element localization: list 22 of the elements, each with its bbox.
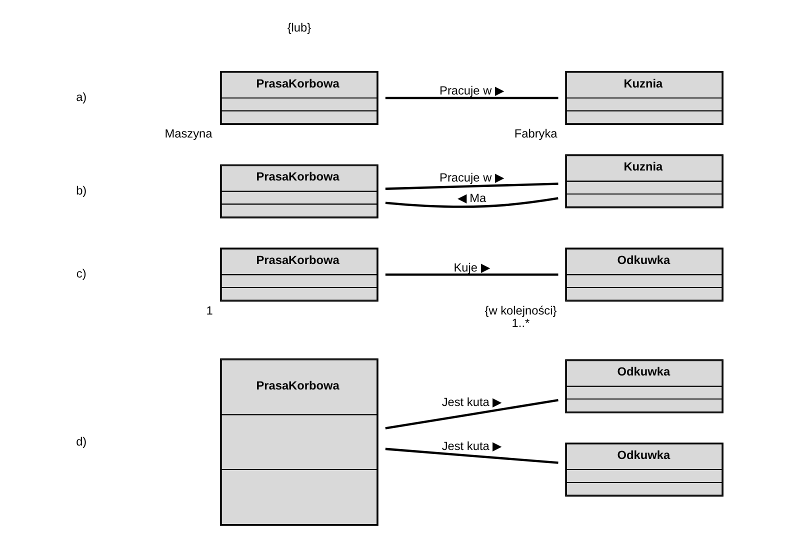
node-label: Fabryka [514, 126, 558, 141]
edge-label: Jest kuta ▶ [442, 438, 502, 453]
label: c) [76, 266, 86, 281]
connector [385, 197, 558, 208]
node-label: 1 [206, 303, 213, 318]
connector [385, 96, 558, 100]
label: d) [76, 434, 87, 448]
connector [385, 273, 558, 276]
connector [385, 448, 558, 464]
node-label: {w kolejności} [484, 303, 557, 318]
edge-label: Pracuje w ▶ [440, 84, 504, 98]
edge-label: Pracuje w ▶ [440, 170, 504, 185]
node-label: 1..* [512, 316, 530, 330]
node-label: Maszyna [164, 126, 212, 141]
edge-label: Jest kuta ▶ [442, 394, 502, 409]
edge-label: ◀ Ma [457, 190, 486, 205]
label: {lub} [287, 20, 312, 35]
edge-label: Kuje ▶ [454, 260, 490, 274]
connector [385, 399, 558, 430]
label: a) [76, 90, 87, 104]
label: b) [76, 183, 87, 198]
connector [385, 182, 558, 190]
